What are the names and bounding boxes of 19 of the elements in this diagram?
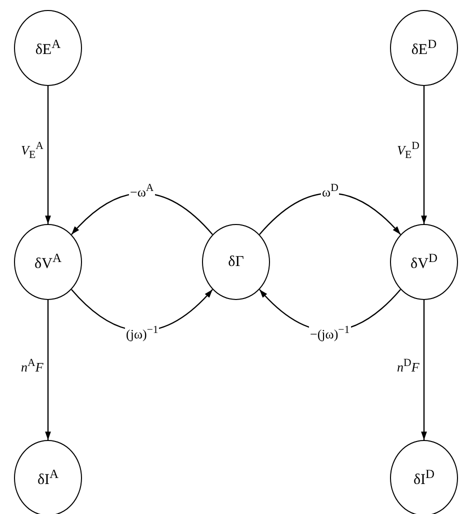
state-label: δE$^{D}$ [411,37,437,59]
edge-label: −ω$^{A}$ [129,182,155,200]
arrow [259,192,401,235]
edge-label: ω$^{D}$ [321,182,340,200]
arrow [421,300,427,440]
state-label: δE$^{A}$ [35,37,61,59]
state-circle [14,224,82,300]
state-label: δV$^{A}$ [34,251,62,273]
state-label: δI$^{D}$ [413,467,435,489]
state-circle [202,224,270,300]
arrow [45,86,51,224]
arrow [421,86,427,224]
state-label: δV$^{D}$ [410,251,438,273]
state-circle [390,224,458,300]
state-label: δΓ [228,254,244,270]
edge-label: (jω)$^{−1}$ [125,324,160,342]
state-label: δI$^{A}$ [37,467,59,489]
edge-label: −(jω)$^{−1}$ [309,324,351,342]
arrow [45,300,51,440]
